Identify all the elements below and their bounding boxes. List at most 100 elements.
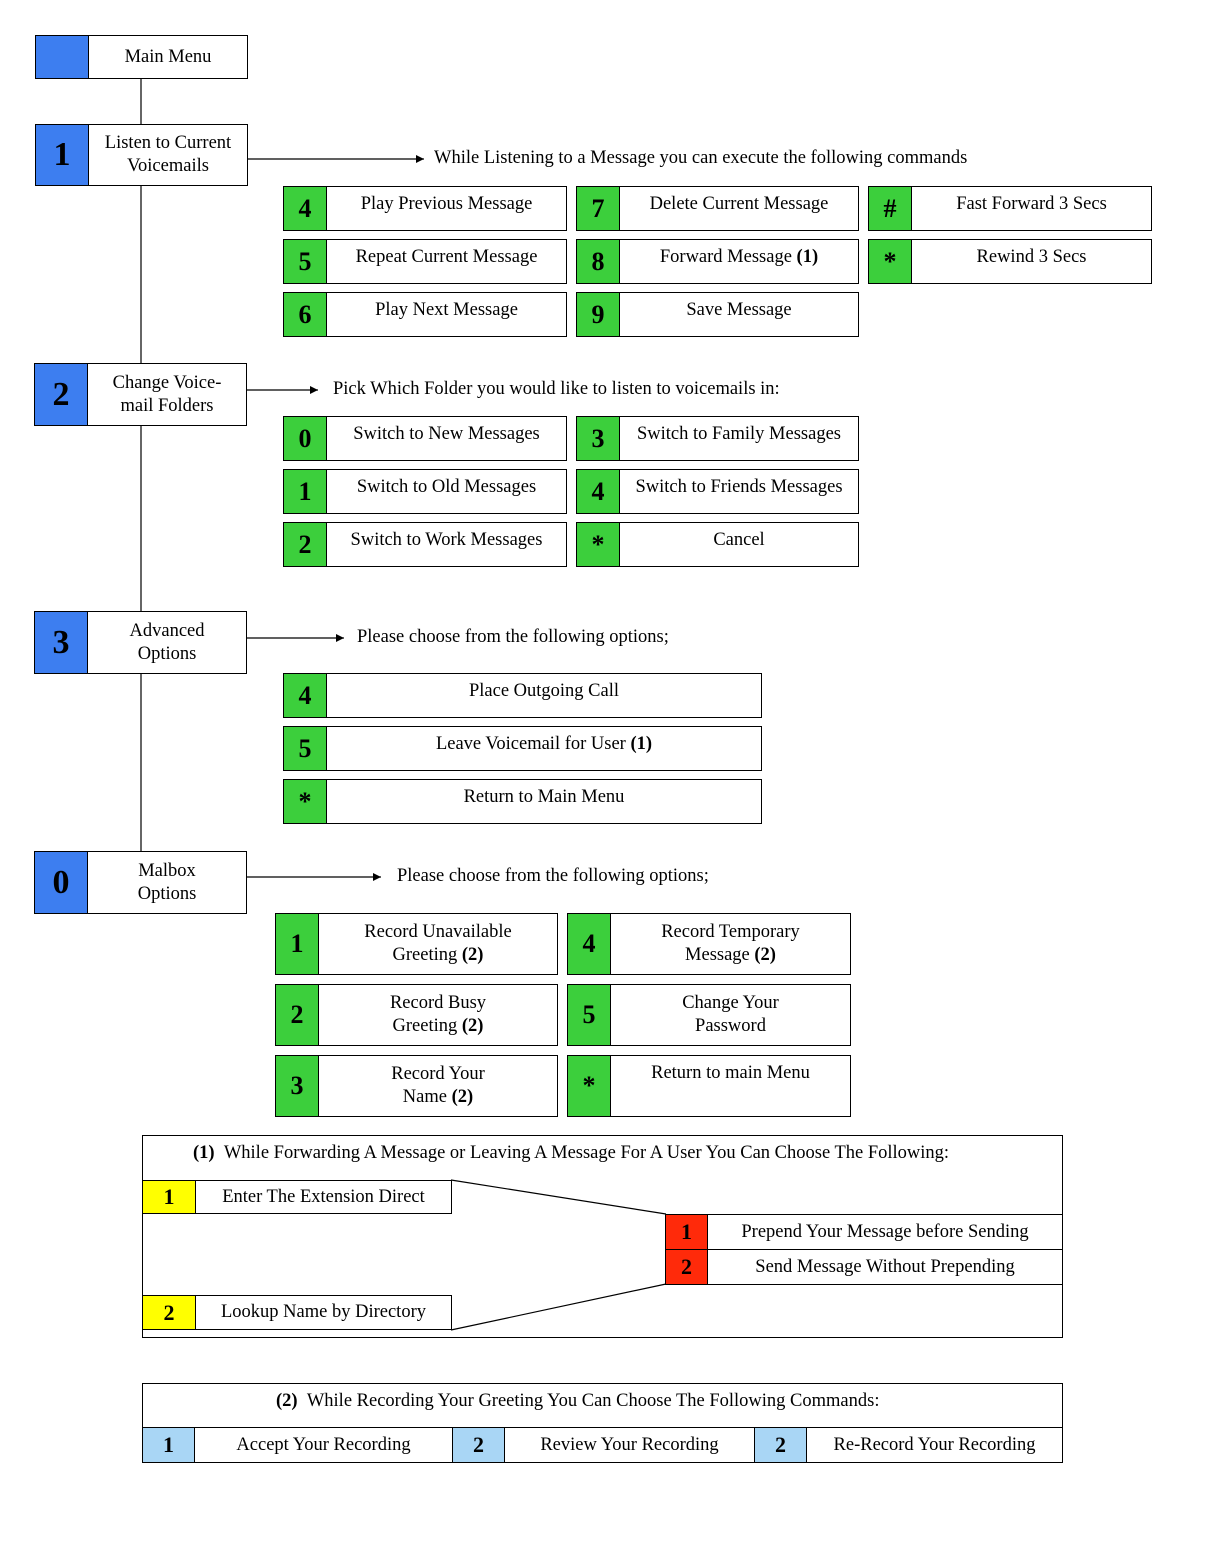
command-record-temporary[interactable]: 4 Record Temporary Message (2) [567, 913, 851, 975]
command-place-call[interactable]: 4 Place Outgoing Call [283, 673, 762, 718]
command-play-next[interactable]: 6 Play Next Message [283, 292, 567, 337]
note1-prepend-message[interactable]: 1 Prepend Your Message before Sending [665, 1214, 1063, 1250]
note1-send-without-prepending[interactable]: 2 Send Message Without Prepending [665, 1249, 1063, 1285]
command-forward-message[interactable]: 8 Forward Message (1) [576, 239, 859, 284]
section-1-key: 1 [36, 125, 89, 185]
note2-rerecord-recording[interactable]: 2 Re-Record Your Recording [754, 1427, 1063, 1463]
command-key: 1 [284, 470, 327, 513]
command-key: 6 [284, 293, 327, 336]
command-label-text: Leave Voicemail for User [435, 734, 626, 754]
command-label-line2: Greeting [392, 1016, 458, 1036]
command-label: Record Busy Greeting (2) [319, 985, 557, 1045]
note1-funnel-bottom [450, 1283, 667, 1331]
command-switch-work[interactable]: 2 Switch to Work Messages [283, 522, 567, 567]
command-label-line2-wrap: Greeting (2) [393, 944, 484, 967]
command-label-text: Forward Message [659, 247, 792, 267]
command-key: * [577, 523, 620, 566]
command-label-line2: Message [685, 945, 750, 965]
note2-label: Accept Your Recording [236, 1434, 411, 1455]
section-0-box[interactable]: 0 Malbox Options [34, 851, 247, 914]
command-key: 5 [284, 240, 327, 283]
command-return-main[interactable]: * Return to Main Menu [283, 779, 762, 824]
command-label: Save Message [686, 300, 792, 320]
section-1-label: Listen to Current Voicemails [104, 133, 232, 176]
section-0-prompt: Please choose from the following options… [397, 866, 709, 886]
command-ref: (2) [451, 1087, 474, 1107]
command-label-line2-wrap: Name (2) [403, 1086, 473, 1109]
note2-label: Review Your Recording [540, 1434, 719, 1455]
command-label: Place Outgoing Call [468, 681, 620, 701]
note2-accept-recording[interactable]: 1 Accept Your Recording [142, 1427, 453, 1463]
command-play-previous[interactable]: 4 Play Previous Message [283, 186, 567, 231]
command-key: 5 [284, 727, 327, 770]
command-label-line1: Record Busy [389, 993, 487, 1013]
command-label: Record Your Name (2) [319, 1056, 557, 1116]
note2-review-recording[interactable]: 2 Review Your Recording [452, 1427, 755, 1463]
command-label-line2: Password [695, 1016, 766, 1036]
command-label: Change Your Password [611, 985, 850, 1045]
command-key: 8 [577, 240, 620, 283]
section-2-label: Change Voice- mail Folders [112, 372, 222, 416]
command-label-line1: Change Your [682, 993, 779, 1013]
command-key: 4 [284, 187, 327, 230]
command-key: 0 [284, 417, 327, 460]
command-repeat-current[interactable]: 5 Repeat Current Message [283, 239, 567, 284]
command-fast-forward[interactable]: # Fast Forward 3 Secs [868, 186, 1152, 231]
command-record-unavailable[interactable]: 1 Record Unavailable Greeting (2) [275, 913, 558, 975]
note2-label: Re-Record Your Recording [833, 1434, 1036, 1455]
command-label: Play Next Message [375, 300, 518, 320]
section-2-key: 2 [35, 364, 88, 425]
section-1-box[interactable]: 1 Listen to Current Voicemails [35, 124, 248, 186]
command-key: 9 [577, 293, 620, 336]
main-menu-box[interactable]: Main Menu [35, 35, 248, 79]
command-label: Leave Voicemail for User (1) [327, 727, 761, 770]
note2-title: (2) While Recording Your Greeting You Ca… [276, 1391, 879, 1412]
command-key: 2 [276, 985, 319, 1045]
note1-label: Lookup Name by Directory [221, 1302, 426, 1322]
command-leave-voicemail[interactable]: 5 Leave Voicemail for User (1) [283, 726, 762, 771]
command-record-name[interactable]: 3 Record Your Name (2) [275, 1055, 558, 1117]
command-delete-current[interactable]: 7 Delete Current Message [576, 186, 859, 231]
command-rewind[interactable]: * Rewind 3 Secs [868, 239, 1152, 284]
command-save-message[interactable]: 9 Save Message [576, 292, 859, 337]
command-record-busy[interactable]: 2 Record Busy Greeting (2) [275, 984, 558, 1046]
command-switch-friends[interactable]: 4 Switch to Friends Messages [576, 469, 859, 514]
command-key: 3 [276, 1056, 319, 1116]
note2-key: 2 [755, 1428, 807, 1462]
section-3-key: 3 [35, 612, 88, 673]
note1-key: 1 [666, 1215, 708, 1249]
command-label-line1: Record Unavailable [364, 922, 512, 942]
command-label: Cancel [713, 530, 765, 550]
command-label: Return to main Menu [651, 1063, 810, 1083]
note1-enter-extension[interactable]: 1 Enter The Extension Direct [142, 1180, 452, 1214]
command-label-line1: Record Temporary [661, 922, 800, 942]
command-key: 3 [577, 417, 620, 460]
note1-key: 1 [143, 1181, 196, 1213]
command-label: Record Unavailable Greeting (2) [319, 914, 557, 974]
command-label: Switch to Friends Messages [635, 477, 843, 497]
command-ref: (1) [630, 734, 653, 754]
command-cancel[interactable]: * Cancel [576, 522, 859, 567]
main-menu-key [36, 36, 89, 78]
command-label: Fast Forward 3 Secs [956, 194, 1107, 214]
note1-lookup-directory[interactable]: 2 Lookup Name by Directory [142, 1295, 452, 1330]
note2-key: 1 [143, 1428, 195, 1462]
command-ref: (2) [754, 945, 776, 965]
note2-ref: (2) [276, 1391, 298, 1411]
section-2-box[interactable]: 2 Change Voice- mail Folders [34, 363, 247, 426]
command-switch-new[interactable]: 0 Switch to New Messages [283, 416, 567, 461]
note1-label: Enter The Extension Direct [222, 1186, 425, 1207]
command-switch-family[interactable]: 3 Switch to Family Messages [576, 416, 859, 461]
note1-key: 2 [143, 1296, 196, 1329]
command-label: Switch to Old Messages [356, 477, 537, 497]
command-return-main-menu[interactable]: * Return to main Menu [567, 1055, 851, 1117]
command-switch-old[interactable]: 1 Switch to Old Messages [283, 469, 567, 514]
note1-ref: (1) [193, 1143, 215, 1163]
command-ref: (2) [461, 945, 484, 965]
section-3-box[interactable]: 3 Advanced Options [34, 611, 247, 674]
note1-key: 2 [666, 1250, 708, 1284]
command-label: Switch to New Messages [353, 424, 540, 444]
command-label: Forward Message (1) [620, 240, 858, 283]
command-change-password[interactable]: 5 Change Your Password [567, 984, 851, 1046]
command-key: 7 [577, 187, 620, 230]
